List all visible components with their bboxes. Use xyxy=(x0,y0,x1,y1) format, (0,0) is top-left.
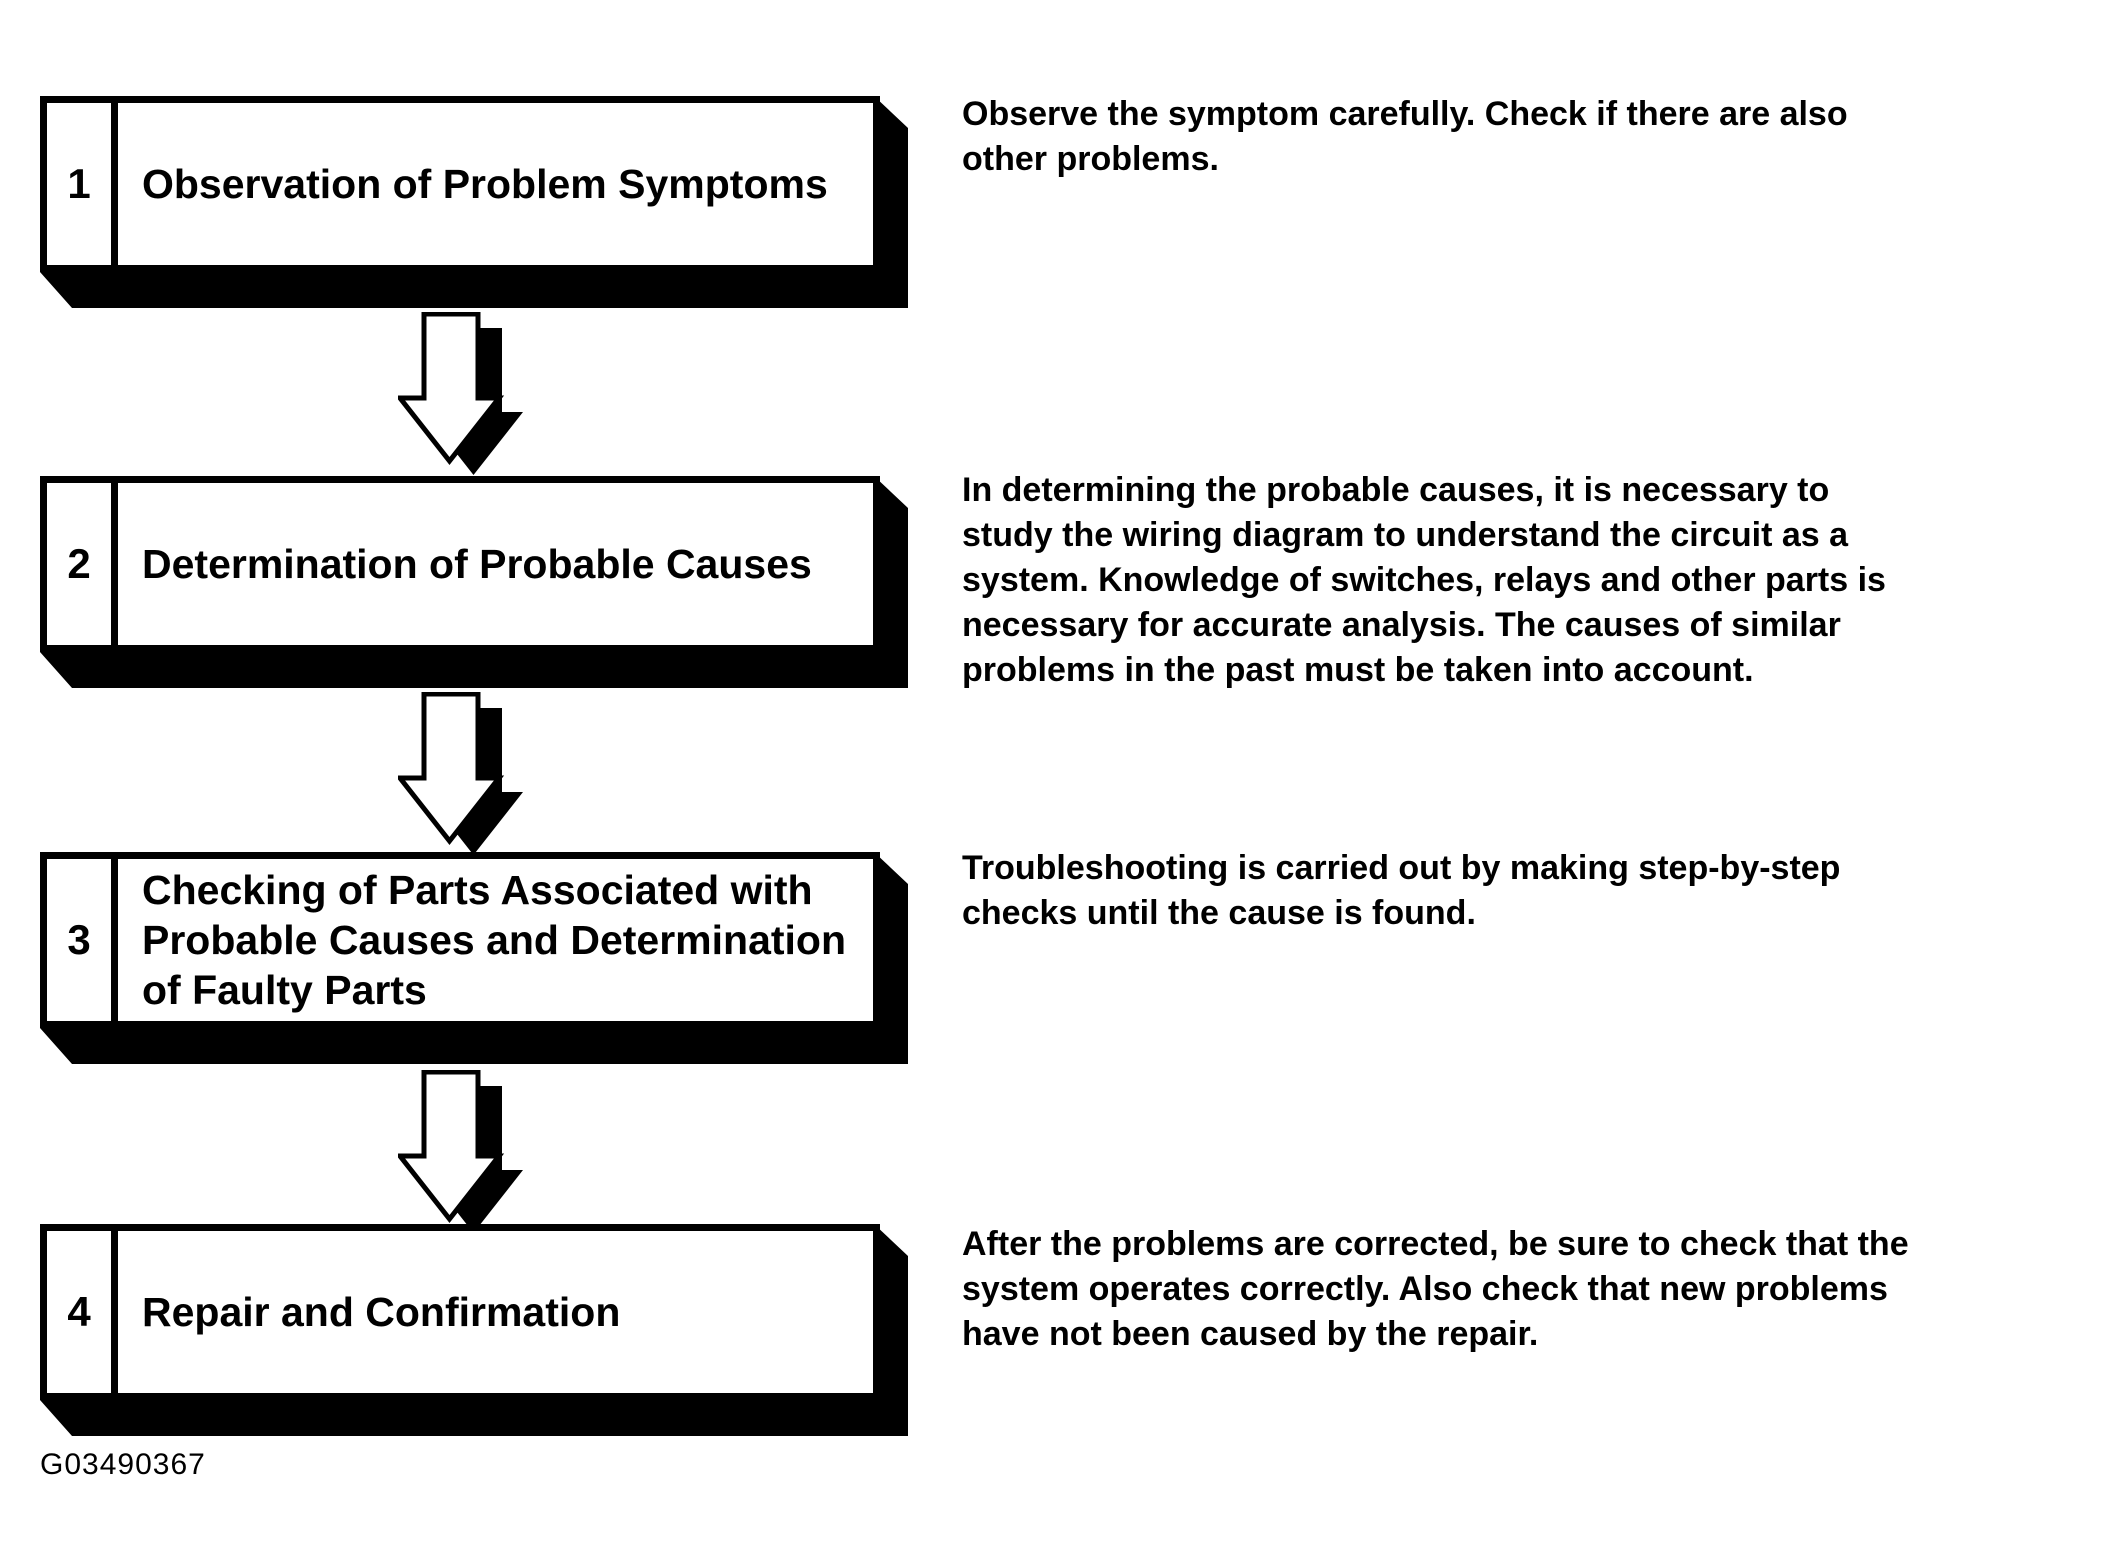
figure-id-label: G03490367 xyxy=(40,1448,206,1481)
step-description: Observe the symptom carefully. Check if … xyxy=(962,95,1848,178)
step-box-2: 2 Determination of Probable Causes xyxy=(40,476,880,652)
step-number: 4 xyxy=(47,1231,118,1393)
step-number: 2 xyxy=(47,483,118,645)
step-number: 1 xyxy=(47,103,118,265)
step-title: Repair and Confirmation xyxy=(142,1289,621,1335)
down-arrow-icon xyxy=(398,1070,523,1233)
step-description: After the problems are corrected, be sur… xyxy=(962,1225,1909,1353)
down-arrow-icon xyxy=(398,692,523,855)
step-box-1: 1 Observation of Problem Symptoms xyxy=(40,96,880,272)
step-description: Troubleshooting is carried out by making… xyxy=(962,849,1841,932)
step-box-3: 3 Checking of Parts Associated with Prob… xyxy=(40,852,880,1028)
step-title: Determination of Probable Causes xyxy=(142,541,812,587)
step-title: Checking of Parts Associated with Probab… xyxy=(142,867,847,1013)
step-title: Observation of Problem Symptoms xyxy=(142,161,828,207)
step-box-4: 4 Repair and Confirmation xyxy=(40,1224,880,1400)
down-arrow-icon xyxy=(398,312,523,475)
step-number: 3 xyxy=(47,859,118,1021)
step-description: In determining the probable causes, it i… xyxy=(962,471,1886,689)
